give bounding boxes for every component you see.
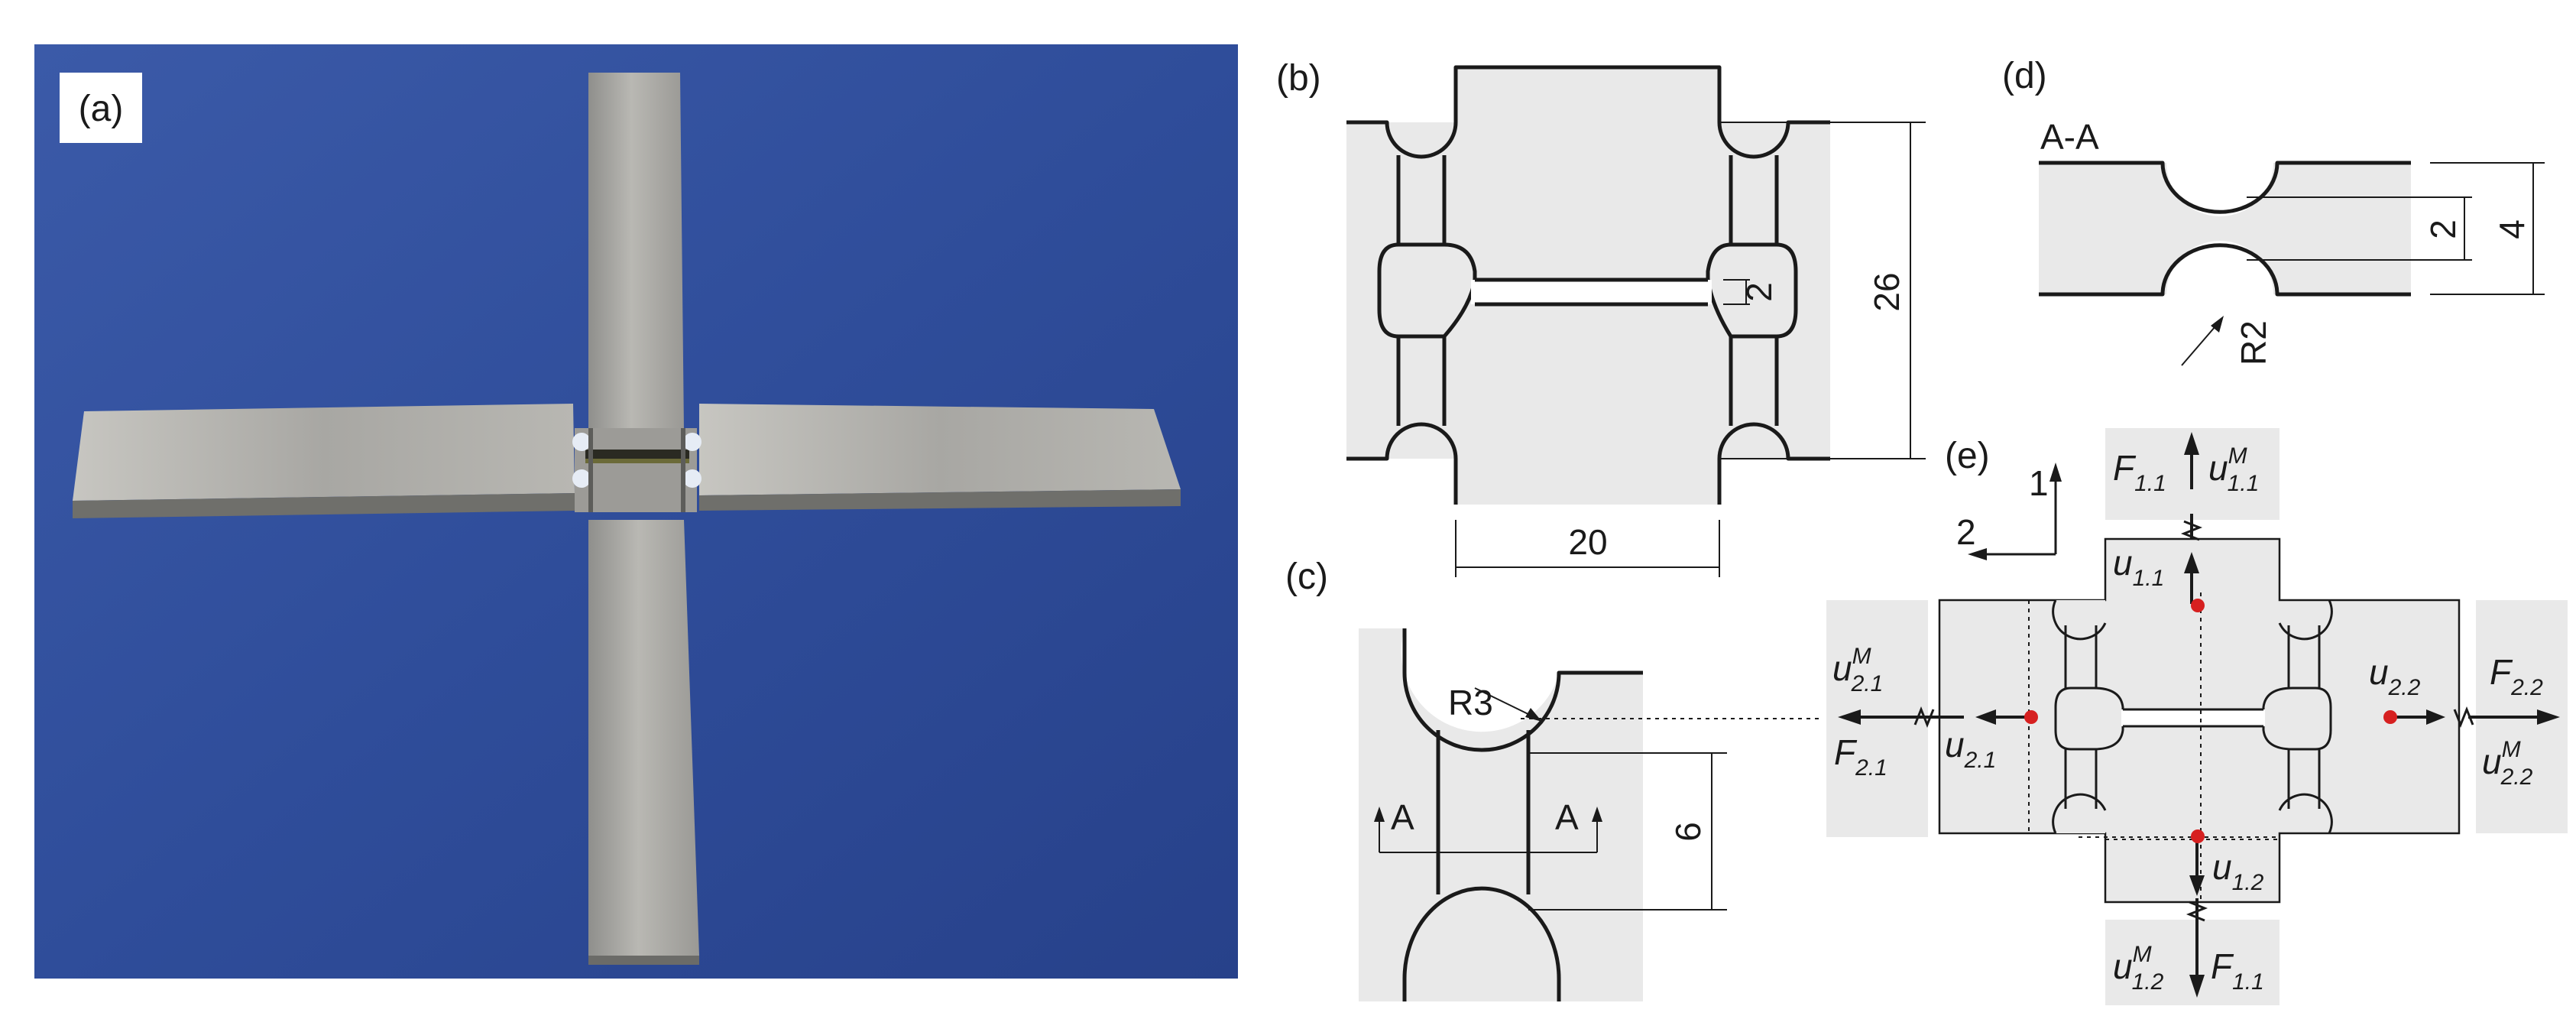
label-F-top: F1.1 xyxy=(2113,448,2166,496)
specimen-c-body xyxy=(1359,628,1643,1001)
section-A-right: A xyxy=(1555,797,1579,837)
label-u-left: u2.1 xyxy=(1945,725,1996,773)
bottom-grip xyxy=(2105,920,2280,1005)
label-u-top: u1.1 xyxy=(2113,543,2164,591)
marker-left xyxy=(2024,710,2038,724)
radius-R2: R2 xyxy=(2234,320,2273,365)
label-u-right: u2.2 xyxy=(2369,652,2421,700)
section-AA: A-A xyxy=(2040,117,2099,157)
dim-height-26: 26 xyxy=(1867,272,1907,311)
radius-R3: R3 xyxy=(1448,683,1493,722)
marker-top xyxy=(2191,599,2205,612)
label-u-bottom: u1.2 xyxy=(2212,847,2264,895)
dim-inner-2: 2 xyxy=(2423,219,2463,239)
dim-length-6: 6 xyxy=(1668,822,1708,842)
panel-a-label: (a) xyxy=(79,89,124,129)
label-F-left: F2.1 xyxy=(1834,732,1887,781)
section-A-left: A xyxy=(1391,797,1414,837)
dim-width-20: 20 xyxy=(1568,522,1607,562)
panel-a-label-box xyxy=(60,73,142,143)
specimen-photo xyxy=(73,73,1181,965)
section-profile xyxy=(2039,163,2411,294)
axis-1-label: 1 xyxy=(2029,463,2049,503)
marker-bottom xyxy=(2191,829,2205,843)
panel-d: (d) A-A 2 4 R2 xyxy=(2002,56,2545,366)
panel-c: (c) R3 A A 6 xyxy=(1285,557,1727,1001)
dim-gap-2: 2 xyxy=(1739,282,1779,302)
panel-d-label: (d) xyxy=(2002,56,2047,96)
label-F-right: F2.2 xyxy=(2490,652,2543,700)
axis-2-label: 2 xyxy=(1956,512,1976,552)
label-F-bottom: F1.1 xyxy=(2211,946,2264,995)
photo-panel: (a) xyxy=(34,44,1238,979)
marker-right xyxy=(2383,710,2397,724)
dim-outer-4: 4 xyxy=(2492,219,2532,239)
panel-b-label: (b) xyxy=(1276,58,1321,99)
panel-e: (e) 1 2 xyxy=(1521,428,2568,1005)
panel-e-label: (e) xyxy=(1945,436,1990,476)
panel-c-label: (c) xyxy=(1285,557,1328,597)
panel-b: (b) 26 2 20 xyxy=(1276,58,1926,577)
